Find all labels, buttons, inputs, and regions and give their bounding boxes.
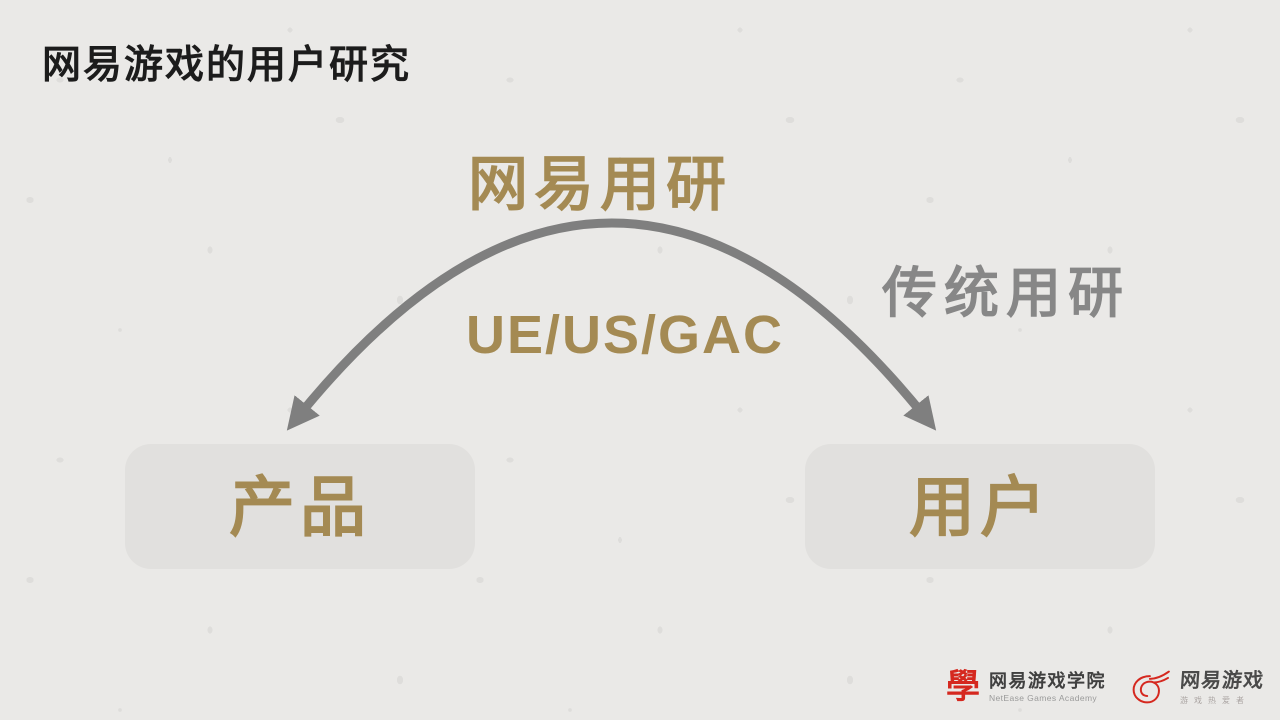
- ue-us-gac-label: UE/US/GAC: [466, 305, 785, 365]
- arc-curve: [286, 218, 937, 431]
- product-box-label: 产品: [229, 469, 371, 544]
- academy-subtitle: NetEase Games Academy: [989, 693, 1098, 704]
- academy-name: 网易游戏学院: [989, 670, 1106, 691]
- netease-ux-label: 网易用研: [468, 151, 732, 218]
- netease-swirl-icon: [1132, 670, 1170, 704]
- netease-name: 网易游戏: [1179, 669, 1265, 692]
- academy-logo: 學 网易游戏学院 NetEase Games Academy: [945, 666, 1106, 708]
- academy-seal-icon: 學: [946, 668, 980, 706]
- page-title: 网易游戏的用户研究: [42, 44, 412, 87]
- netease-tagline: 游戏热爱者: [1180, 695, 1250, 705]
- netease-logo: 网易游戏 游戏热爱者: [1126, 668, 1265, 706]
- footer-logos: 學 网易游戏学院 NetEase Games Academy 网易游戏 游戏热爱…: [945, 666, 1265, 708]
- user-box: 用户: [805, 444, 1155, 569]
- user-box-label: 用户: [909, 469, 1051, 544]
- product-box: 产品: [125, 444, 475, 569]
- traditional-ux-label: 传统用研: [882, 262, 1131, 324]
